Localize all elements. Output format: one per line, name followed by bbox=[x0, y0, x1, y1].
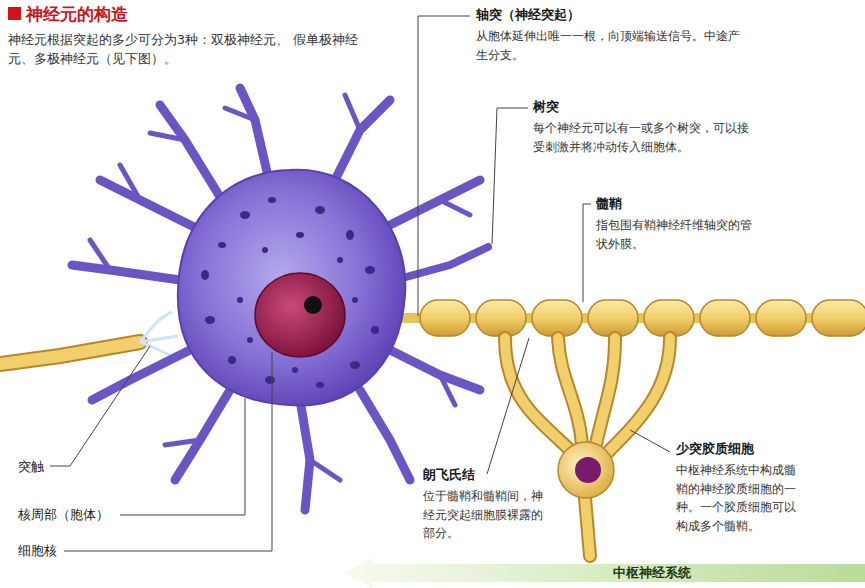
oligodendrocyte-processes bbox=[505, 338, 670, 556]
callout-heading: 髓鞘 bbox=[596, 195, 622, 213]
title-marker bbox=[8, 7, 21, 20]
callout-heading: 少突胶质细胞 bbox=[676, 440, 754, 458]
synapse bbox=[0, 312, 178, 364]
callout-heading: 朗飞氏结 bbox=[423, 466, 475, 484]
callout-heading: 轴突（神经突起） bbox=[476, 6, 580, 24]
oligodendrocyte-nucleus bbox=[575, 457, 601, 483]
part-label: 核周部（胞体） bbox=[18, 506, 109, 524]
oligodendrocyte bbox=[558, 442, 614, 498]
arrow-band-shape bbox=[345, 558, 865, 588]
leader-lines bbox=[50, 16, 670, 551]
arrow-band-fill bbox=[345, 558, 865, 588]
dendrites bbox=[72, 88, 488, 510]
arrow-band: 中枢神经系统 bbox=[345, 558, 865, 588]
diagram-title: 神经元的构造 bbox=[26, 3, 128, 26]
band-text-holder: 中枢神经系统 bbox=[345, 558, 865, 588]
nucleolus bbox=[304, 296, 322, 314]
intro-text: 神经元根据突起的多少可分为3种：双极神经元、 假单极神经元、多极神经元（见下图）… bbox=[8, 30, 373, 69]
callout-body: 位于髓鞘和髓鞘间，神经元突起细胞膜裸露的部分。 bbox=[423, 487, 543, 543]
callout-body: 中枢神经系统中构成髓鞘的神经胶质细胞的一种。一个胶质细胞可以构成多个髓鞘。 bbox=[676, 461, 806, 535]
nucleus bbox=[255, 273, 345, 357]
band-label: 中枢神经系统 bbox=[613, 564, 691, 582]
callout-body: 每个神经元可以有一或多个树突，可以接受刺激并将冲动传入细胞体。 bbox=[533, 119, 758, 156]
callout-heading: 树突 bbox=[533, 98, 559, 116]
myelin-sheath bbox=[420, 300, 865, 336]
callout-body: 从胞体延伸出唯一一根，向顶端输送信号。中途产生分支。 bbox=[476, 27, 746, 64]
part-label: 细胞核 bbox=[18, 542, 57, 560]
part-label: 突触 bbox=[18, 458, 44, 476]
cell-body bbox=[178, 170, 405, 406]
callout-body: 指包围有鞘神经纤维轴突的管状外膜。 bbox=[596, 216, 756, 253]
nissl-bodies bbox=[201, 197, 379, 388]
